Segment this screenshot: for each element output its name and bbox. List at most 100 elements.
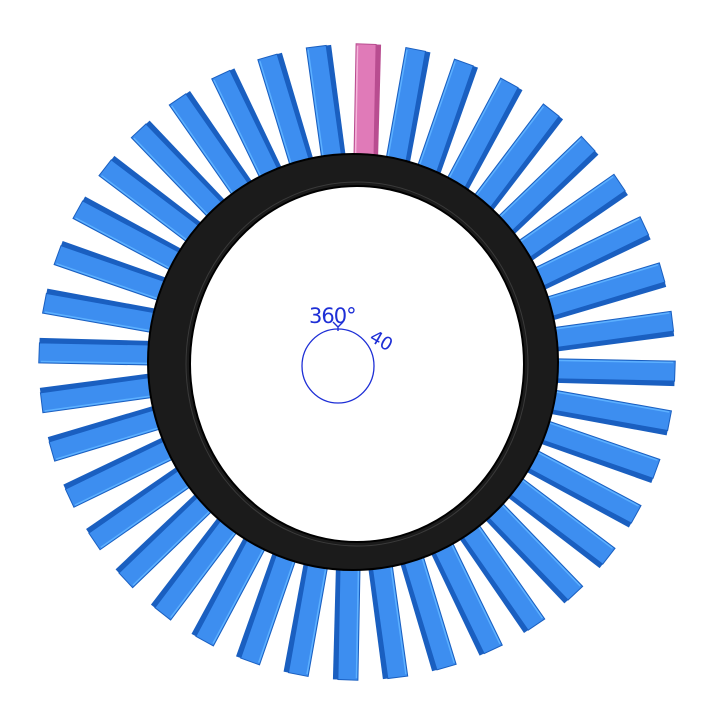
- blade-side: [60, 241, 179, 286]
- blade-highlight: [531, 218, 640, 272]
- blade-highlight: [44, 393, 163, 412]
- blade-side: [47, 402, 167, 442]
- blade-side: [454, 529, 529, 633]
- blade-side: [150, 507, 230, 608]
- blade-side: [283, 550, 310, 673]
- blade[interactable]: [115, 484, 223, 589]
- blade-side: [366, 556, 388, 680]
- blade-side: [191, 525, 254, 637]
- blade-side: [185, 91, 260, 195]
- blade[interactable]: [528, 216, 651, 293]
- blade-side: [145, 120, 235, 213]
- blade-side: [115, 484, 208, 574]
- blade-highlight: [533, 449, 639, 507]
- blade-highlight: [170, 522, 243, 618]
- blade-side: [502, 489, 603, 569]
- blade-highlight: [75, 217, 181, 275]
- blade[interactable]: [235, 540, 302, 666]
- blade-highlight: [259, 60, 296, 176]
- blade[interactable]: [512, 173, 629, 265]
- blade-side: [520, 465, 632, 528]
- blade[interactable]: [305, 44, 348, 171]
- blade-side: [229, 68, 288, 182]
- blade[interactable]: [191, 525, 273, 647]
- blade-highlight: [74, 452, 183, 506]
- blade-side: [484, 116, 564, 217]
- blade-highlight: [100, 478, 199, 548]
- blade[interactable]: [548, 310, 675, 353]
- blade-side: [39, 337, 163, 346]
- blade-highlight: [418, 548, 455, 664]
- hub-inner-rim: [185, 181, 529, 547]
- blade-side: [535, 438, 654, 483]
- blade-side: [86, 459, 190, 534]
- total-angle-label[interactable]: 360°: [309, 304, 357, 328]
- blade-highlight: [543, 264, 659, 301]
- blade[interactable]: [39, 371, 166, 414]
- blade[interactable]: [545, 387, 673, 436]
- blade-highlight: [307, 49, 326, 168]
- blade-selected[interactable]: [352, 43, 382, 168]
- blade-highlight: [132, 502, 220, 586]
- blade-side: [236, 540, 281, 659]
- blade-side: [82, 196, 194, 259]
- blade[interactable]: [397, 546, 457, 672]
- blade-side: [326, 44, 348, 168]
- blade-side: [551, 331, 675, 353]
- blade[interactable]: [412, 58, 479, 184]
- blade-side: [332, 556, 341, 680]
- blade-highlight: [515, 176, 614, 246]
- blade-highlight: [171, 105, 241, 204]
- blade[interactable]: [366, 553, 409, 680]
- blade-side: [39, 371, 163, 393]
- blade-side: [460, 87, 523, 199]
- blade[interactable]: [332, 556, 362, 681]
- handle-marker-icon[interactable]: [332, 321, 344, 331]
- blade-highlight: [554, 359, 674, 364]
- blade-side: [433, 65, 478, 184]
- blade[interactable]: [38, 337, 163, 367]
- blade[interactable]: [150, 507, 246, 621]
- blade-side: [506, 150, 599, 240]
- blade-side: [373, 44, 382, 168]
- blade-highlight: [447, 536, 501, 645]
- blade-highlight: [355, 559, 360, 679]
- blade-side: [537, 234, 651, 293]
- blade[interactable]: [426, 533, 503, 656]
- blade-side: [111, 155, 212, 235]
- blade-side: [404, 51, 431, 174]
- blade[interactable]: [382, 46, 431, 174]
- blade-highlight: [55, 423, 171, 460]
- blade[interactable]: [63, 431, 186, 508]
- blade-highlight: [473, 520, 543, 619]
- blade[interactable]: [551, 357, 676, 387]
- blade-highlight: [213, 79, 267, 188]
- hub-ring[interactable]: [147, 153, 559, 571]
- hub-inner-bore: [189, 185, 525, 543]
- blade-highlight: [56, 263, 170, 304]
- blade[interactable]: [168, 90, 260, 207]
- blade[interactable]: [47, 402, 173, 462]
- blade-highlight: [517, 476, 613, 549]
- blade-highlight: [497, 499, 581, 587]
- blade-highlight: [306, 556, 329, 675]
- blade-side: [46, 288, 169, 315]
- blade-side: [426, 542, 485, 656]
- blade-side: [63, 431, 177, 490]
- blade-side: [277, 52, 317, 172]
- blade[interactable]: [257, 52, 317, 178]
- blade-side: [397, 552, 437, 672]
- blade[interactable]: [454, 517, 546, 634]
- blade-highlight: [494, 138, 582, 222]
- blade-highlight: [471, 106, 544, 202]
- blade-highlight: [133, 137, 217, 225]
- blade-highlight: [212, 538, 270, 644]
- blade[interactable]: [468, 103, 564, 217]
- blade[interactable]: [520, 446, 642, 528]
- blade-side: [545, 409, 668, 436]
- blade-highlight: [544, 420, 658, 461]
- blade[interactable]: [41, 288, 169, 337]
- blade-side: [547, 282, 667, 322]
